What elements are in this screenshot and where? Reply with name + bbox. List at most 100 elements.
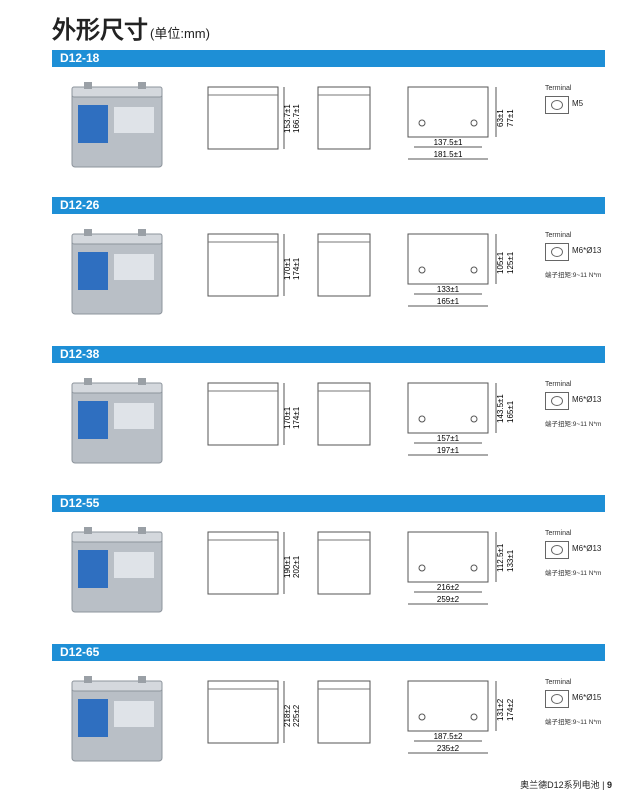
top-dim-v1: 131±2 bbox=[496, 698, 505, 721]
front-outline bbox=[207, 680, 279, 744]
front-dim-1: 153.7±1 bbox=[283, 104, 292, 133]
top-dim-h1: 137.5±1 bbox=[434, 138, 463, 147]
terminal-size: M6*Ø13 bbox=[572, 394, 602, 404]
terminal-size: M6*Ø13 bbox=[572, 245, 602, 255]
terminal-bolt-icon bbox=[545, 96, 569, 114]
side-outline bbox=[317, 531, 371, 595]
terminal-bolt-icon bbox=[545, 690, 569, 708]
battery-photo bbox=[71, 82, 163, 168]
brand-label bbox=[78, 105, 108, 143]
terminal-positive-mark bbox=[470, 713, 478, 721]
terminal-size: M5 bbox=[572, 98, 584, 108]
side-outline bbox=[317, 86, 371, 150]
brand-label bbox=[78, 401, 108, 439]
front-dim-1: 190±1 bbox=[283, 555, 292, 578]
top-outline bbox=[407, 382, 489, 434]
terminal-post-left bbox=[84, 229, 92, 236]
front-outline bbox=[207, 86, 279, 150]
terminal-post-left bbox=[84, 676, 92, 683]
terminal-size: M6*Ø13 bbox=[572, 543, 602, 553]
terminal-torque: 端子扭矩:9~11 N*m bbox=[545, 421, 602, 428]
footer-text: 奥兰德D12系列电池 bbox=[520, 780, 600, 790]
top-dim-h2: 197±1 bbox=[437, 446, 460, 455]
brand-label bbox=[78, 252, 108, 290]
battery-lid bbox=[71, 233, 163, 245]
front-dim-1: 218±2 bbox=[283, 704, 292, 727]
top-dim-h1: 216±2 bbox=[437, 583, 460, 592]
page-number: 9 bbox=[606, 780, 612, 790]
top-outline bbox=[407, 233, 489, 285]
front-dim-2: 174±1 bbox=[292, 257, 300, 280]
side-view-drawing bbox=[317, 680, 371, 744]
top-outline bbox=[407, 86, 489, 138]
top-dim-v2: 174±2 bbox=[506, 698, 515, 721]
terminal-positive-mark bbox=[470, 119, 478, 127]
spec-label bbox=[114, 107, 154, 133]
front-outline bbox=[207, 531, 279, 595]
spec-label bbox=[114, 403, 154, 429]
front-dim-2: 202±1 bbox=[292, 555, 300, 578]
front-dim-2: 166.7±1 bbox=[292, 104, 300, 133]
side-outline bbox=[317, 680, 371, 744]
terminal-label: Terminal bbox=[545, 85, 572, 92]
page-footer: 奥兰德D12系列电池 | 9 bbox=[520, 780, 612, 790]
model-name-bar: D12-26 bbox=[52, 197, 605, 214]
top-outline bbox=[407, 531, 489, 583]
terminal-negative-mark bbox=[418, 713, 426, 721]
terminal-post-right bbox=[138, 82, 146, 89]
front-outline bbox=[207, 382, 279, 446]
model-name-bar: D12-55 bbox=[52, 495, 605, 512]
spec-label bbox=[114, 254, 154, 280]
top-outline bbox=[407, 680, 489, 732]
model-name-bar: D12-65 bbox=[52, 644, 605, 661]
terminal-torque: 端子扭矩:9~11 N*m bbox=[545, 570, 602, 577]
terminal-bolt-icon bbox=[545, 243, 569, 261]
terminal-label: Terminal bbox=[545, 381, 572, 388]
top-dim-h2: 165±1 bbox=[437, 297, 460, 306]
battery-lid bbox=[71, 382, 163, 394]
model-name-bar: D12-38 bbox=[52, 346, 605, 363]
top-dim-h1: 187.5±2 bbox=[434, 732, 463, 741]
front-dim-1: 170±1 bbox=[283, 406, 292, 429]
terminal-label: Terminal bbox=[545, 530, 572, 537]
side-view-drawing bbox=[317, 531, 371, 595]
page-title: 外形尺寸(单位:mm) bbox=[52, 10, 210, 45]
terminal-post-right bbox=[138, 676, 146, 683]
side-outline bbox=[317, 233, 371, 297]
front-outline bbox=[207, 233, 279, 297]
top-dim-v1: 63±1 bbox=[496, 109, 505, 127]
side-outline bbox=[317, 382, 371, 446]
terminal-post-right bbox=[138, 527, 146, 534]
top-dim-h2: 235±2 bbox=[437, 744, 460, 753]
terminal-negative-mark bbox=[418, 266, 426, 274]
front-dim-1: 170±1 bbox=[283, 257, 292, 280]
battery-lid bbox=[71, 531, 163, 543]
model-name-bar: D12-18 bbox=[52, 50, 605, 67]
top-dim-v2: 165±1 bbox=[506, 400, 515, 423]
battery-photo bbox=[71, 676, 163, 762]
side-view-drawing bbox=[317, 233, 371, 297]
top-dim-v1: 143.5±1 bbox=[496, 394, 505, 423]
terminal-positive-mark bbox=[470, 564, 478, 572]
top-dim-h1: 157±1 bbox=[437, 434, 460, 443]
battery-photo bbox=[71, 378, 163, 464]
battery-photo bbox=[71, 527, 163, 613]
brand-label bbox=[78, 699, 108, 737]
terminal-label: Terminal bbox=[545, 679, 572, 686]
terminal-size: M6*Ø15 bbox=[572, 692, 602, 702]
